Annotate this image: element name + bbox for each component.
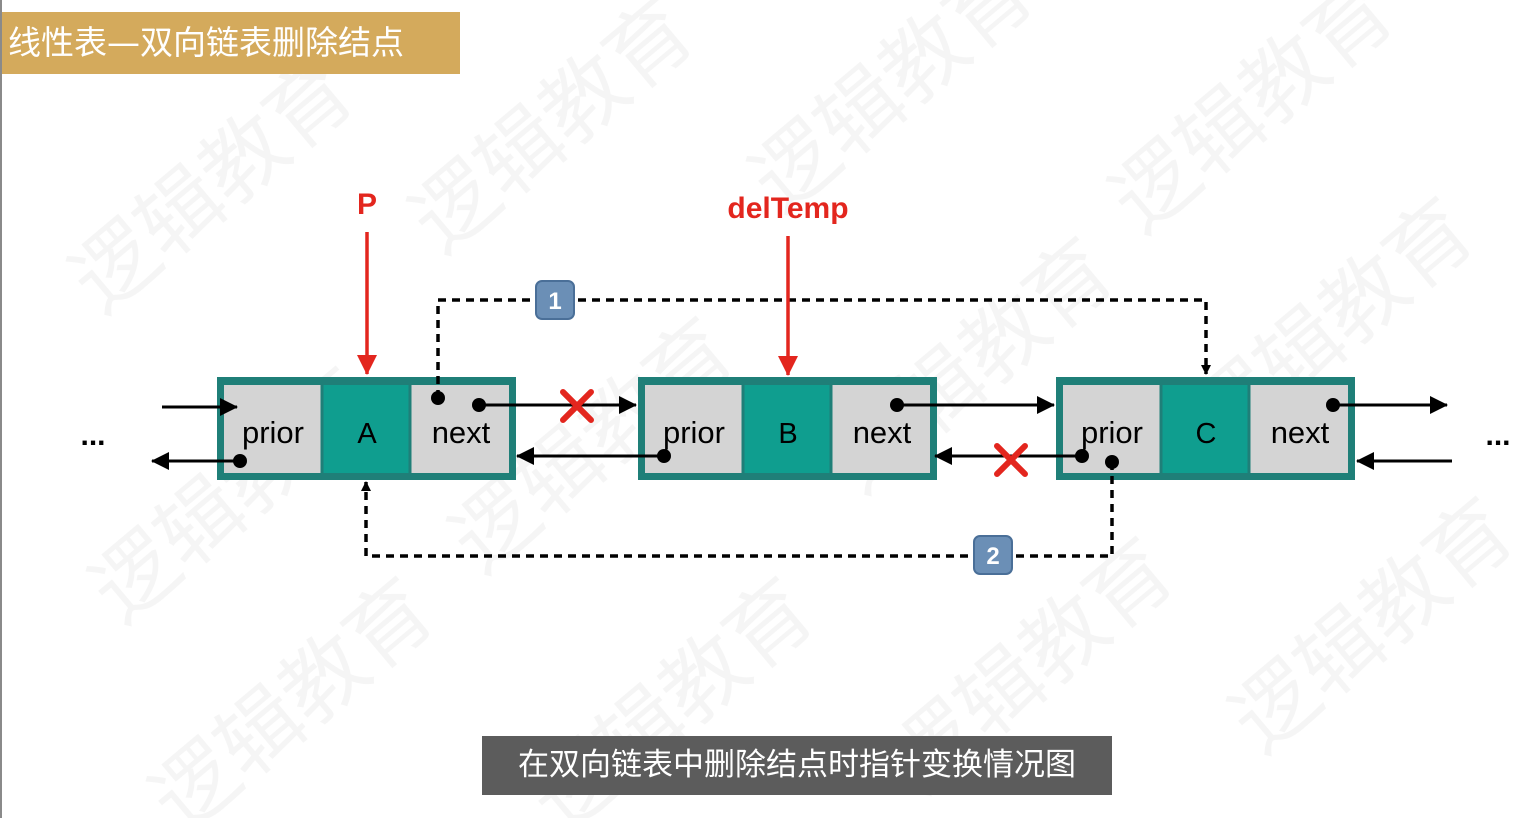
red-x-icon [994,443,1028,477]
slide-title: 线性表—双向链表删除结点 [2,12,460,74]
node-c: prior C next [1056,377,1355,480]
node-b: prior B next [638,377,937,480]
node-c-data-field [1161,385,1249,473]
node-c-next-label: next [1271,415,1330,450]
node-c-prior-label: prior [1081,415,1143,450]
step-2-label: 2 [986,543,999,570]
right-ellipsis: ... [1485,419,1510,452]
node-b-data-field [743,385,831,473]
node-b-data-label: B [778,418,797,450]
step-1-label: 1 [548,288,561,315]
node-a-data-field [322,385,410,473]
node-c-data-label: C [1196,418,1217,450]
node-a-next-label: next [432,415,491,450]
node-b-next-field [831,385,930,473]
node-a-data-label: A [357,418,377,450]
red-x-icon [560,389,594,423]
c-next-dot [1326,398,1340,412]
c-prior-dot [1075,449,1089,463]
b-prior-dot [657,449,671,463]
a-prior-dot [233,454,247,468]
step-1-badge: 1 [535,280,575,320]
b-next-dot [890,398,904,412]
node-a: prior A next [217,377,516,480]
node-b-next-label: next [853,415,912,450]
a-next-dot [472,398,486,412]
new-a-next-to-c-dashed-arrow [436,298,1211,398]
node-a-prior-label: prior [242,415,304,450]
node-b-prior-label: prior [663,415,725,450]
step-2-badge: 2 [973,535,1013,575]
left-ellipsis: ... [80,419,105,452]
node-a-next-field [410,385,509,473]
figure-caption: 在双向链表中删除结点时指针变换情况图 [482,736,1112,795]
pointer-p-label: P [357,188,377,221]
pointer-deltemp-label: delTemp [727,192,848,225]
new-c-prior-to-a-dashed-arrow [361,462,1114,558]
left-edge-rule [0,0,2,818]
